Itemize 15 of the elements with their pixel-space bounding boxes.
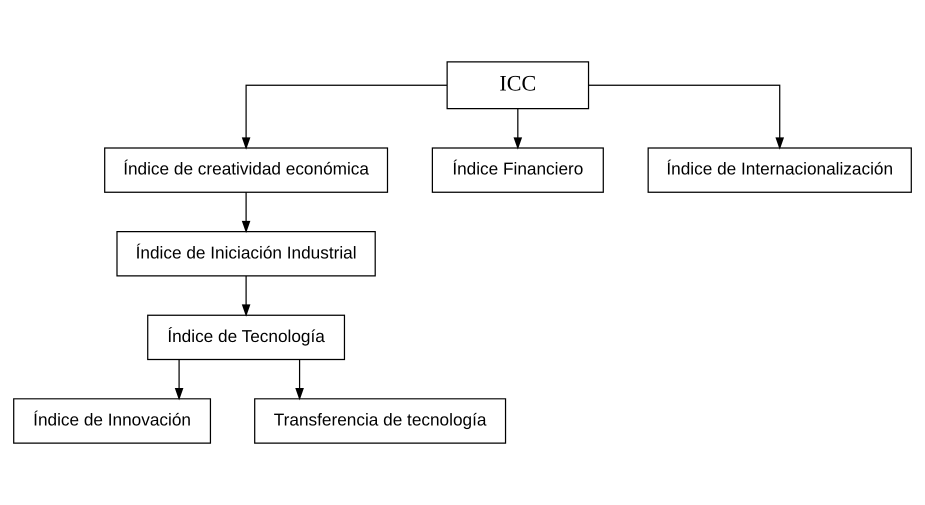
arrow	[174, 360, 184, 400]
arrow	[242, 192, 250, 234]
arrow	[242, 84, 447, 150]
arrow	[514, 108, 522, 150]
node-box: Índice de Innovación	[13, 398, 212, 444]
arrow	[242, 276, 250, 317]
node-box: Índice de Internacionalización	[648, 147, 912, 193]
node-box: Índice de Tecnología	[147, 314, 346, 360]
node-box: Índice de Iniciación Industrial	[116, 230, 376, 276]
arrow	[295, 360, 304, 400]
arrow	[588, 84, 784, 150]
node-box: Índice Financiero	[432, 147, 604, 193]
node-box: Índice de creatividad económica	[104, 147, 388, 193]
node-box: ICC	[446, 61, 590, 110]
node-box: Transferencia de tecnología	[254, 398, 506, 444]
